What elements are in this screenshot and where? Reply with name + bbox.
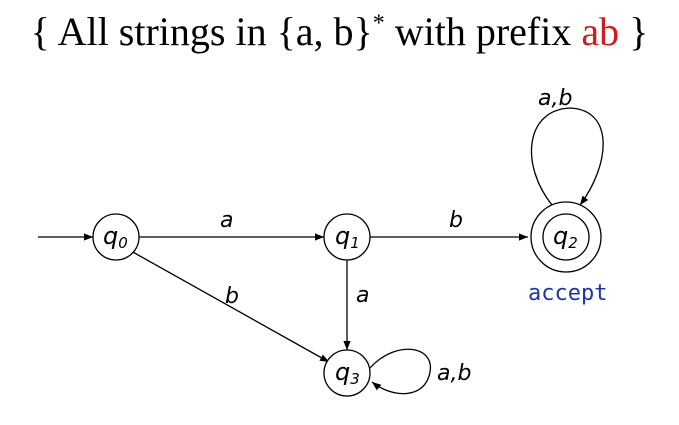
label-q0-q3: b — [225, 284, 239, 309]
svg-text:q1: q1 — [335, 222, 360, 252]
state-q0-sub: 0 — [118, 234, 128, 252]
label-q1-q3: a — [356, 283, 369, 308]
label-self-q2: a,b — [538, 86, 572, 111]
state-q0: q0 — [92, 213, 140, 261]
label-self-q3: a,b — [437, 361, 471, 386]
state-q1-base: q — [335, 222, 350, 250]
state-q3-base: q — [335, 358, 350, 386]
state-q1-sub: 1 — [350, 234, 360, 252]
state-q0-base: q — [103, 222, 118, 250]
state-q2-sub: 2 — [568, 234, 578, 252]
svg-text:q2: q2 — [553, 222, 578, 252]
diagram-title: { All strings in {a, b}* with prefix ab … — [0, 8, 679, 55]
svg-text:q0: q0 — [103, 222, 128, 252]
state-q2-base: q — [553, 222, 568, 250]
state-q2: q2 — [530, 201, 602, 273]
title-middle: with prefix — [384, 9, 582, 54]
title-prefix: { All strings in {a, b} — [30, 9, 373, 54]
kleene-star: * — [372, 10, 385, 37]
state-q3: q3 — [323, 349, 371, 397]
state-q1: q1 — [323, 213, 371, 261]
edge-q0-q3 — [130, 250, 330, 363]
label-q1-q2: b — [449, 208, 463, 233]
self-loop-q2 — [530, 107, 604, 206]
label-q0-q1: a — [220, 208, 233, 233]
title-suffix: } — [619, 9, 649, 54]
self-loop-q3 — [369, 348, 431, 395]
title-highlight: ab — [581, 9, 620, 54]
svg-text:q3: q3 — [335, 358, 360, 388]
accept-label: accept — [528, 281, 607, 306]
state-q3-sub: 3 — [350, 370, 360, 388]
